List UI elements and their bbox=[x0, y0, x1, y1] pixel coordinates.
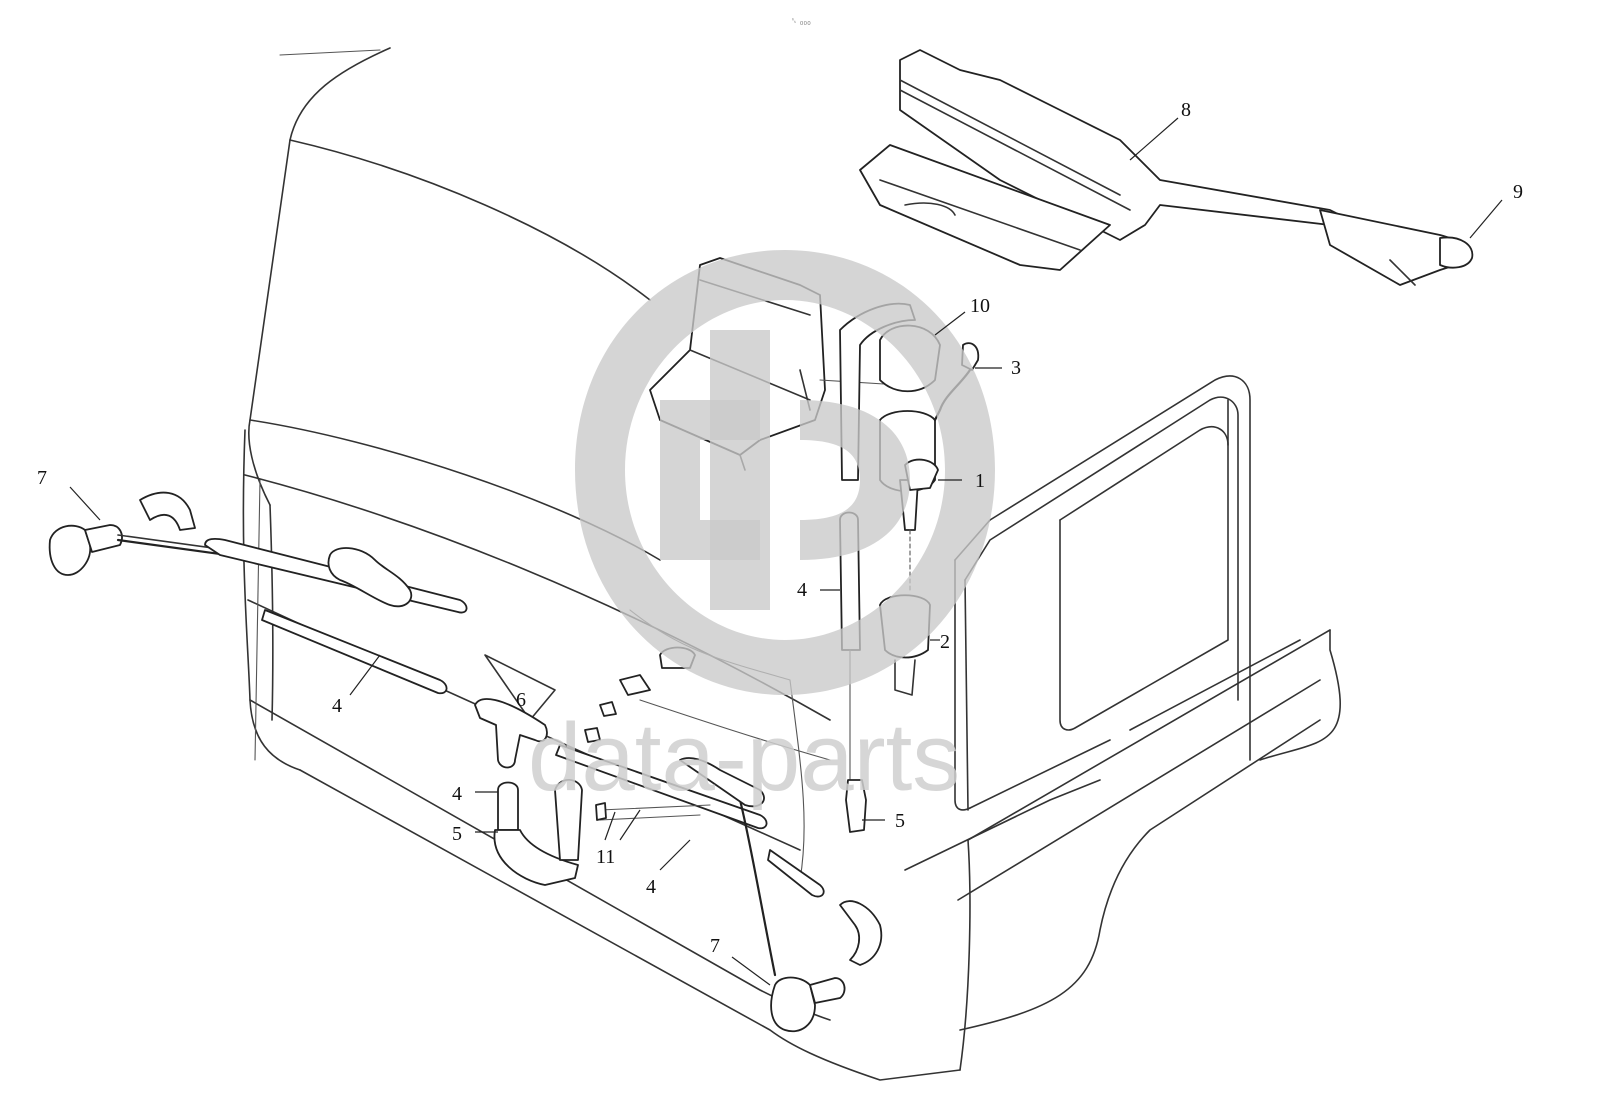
watermark: data-parts bbox=[528, 250, 995, 811]
callout-7-bottom: 7 bbox=[710, 935, 720, 957]
callout-4-lower-left: 4 bbox=[452, 783, 462, 805]
callout-7-left: 7 bbox=[37, 467, 47, 489]
cab-door bbox=[954, 375, 1301, 811]
callout-11: 11 bbox=[596, 846, 615, 868]
callout-8: 8 bbox=[1181, 99, 1191, 121]
right-nozzle bbox=[679, 757, 846, 1033]
callout-2: 2 bbox=[940, 631, 950, 653]
t-connector bbox=[474, 654, 556, 769]
callout-4-bottom: 4 bbox=[646, 876, 656, 898]
wiper-linkage bbox=[859, 49, 1474, 286]
leader-lines bbox=[69, 117, 1503, 986]
callout-4-upper-left: 4 bbox=[332, 695, 342, 717]
top-mark: ␞ ₀₀₀ bbox=[790, 16, 811, 26]
callout-10: 10 bbox=[970, 295, 990, 317]
cab-outline bbox=[242, 47, 1341, 1081]
hose-channels bbox=[204, 537, 825, 898]
watermark-text: data-parts bbox=[528, 704, 960, 811]
callout-9: 9 bbox=[1513, 181, 1523, 203]
callout-5-right: 5 bbox=[895, 810, 905, 832]
callout-4-vertical-hose: 4 bbox=[797, 579, 807, 601]
callout-labels: 1 2 3 4 4 4 4 5 5 6 7 7 8 9 10 11 bbox=[37, 99, 1523, 957]
callout-6: 6 bbox=[516, 689, 526, 711]
callout-5-lower-left: 5 bbox=[452, 823, 462, 845]
callout-3: 3 bbox=[1011, 357, 1021, 379]
callout-1: 1 bbox=[975, 470, 985, 492]
lower-hoses bbox=[493, 778, 711, 886]
data-parts-logo-icon bbox=[575, 250, 995, 695]
